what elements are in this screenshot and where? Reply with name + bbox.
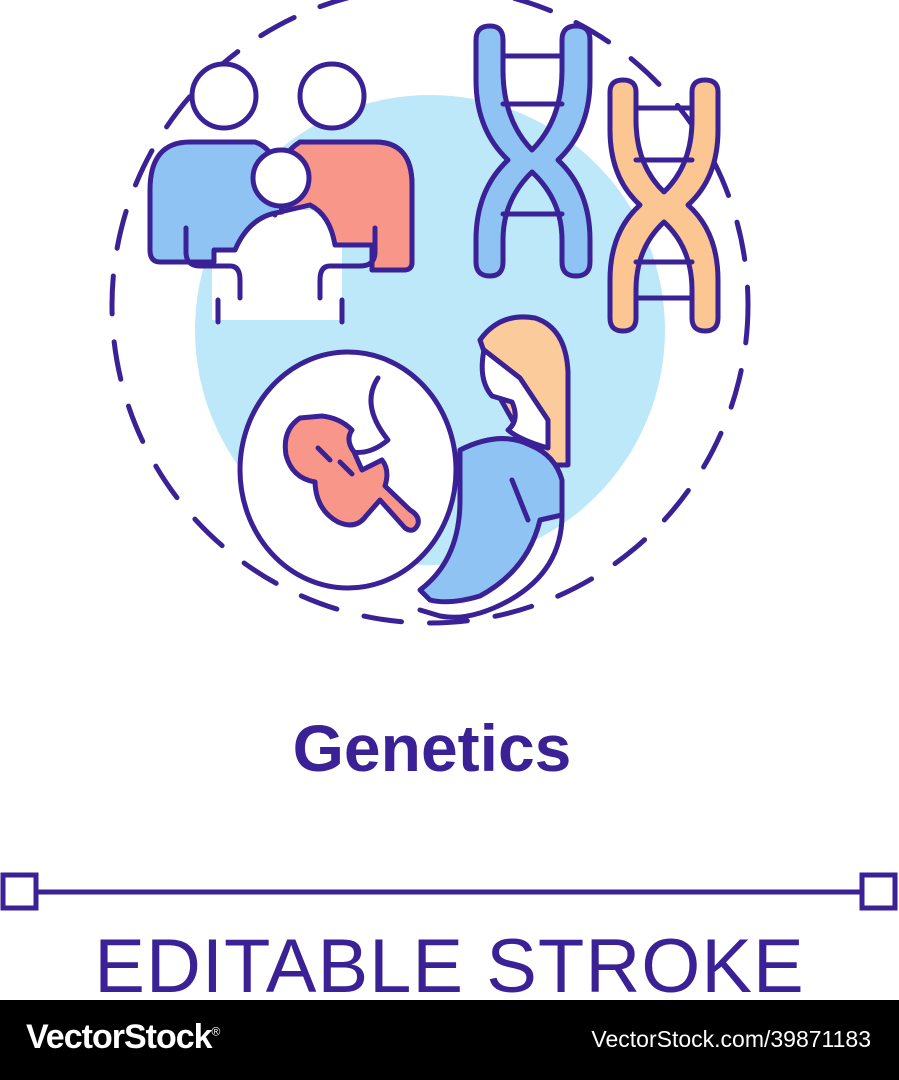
editable-stroke-label: EDITABLE STROKE: [94, 924, 805, 1009]
brand-name: VectorStock: [26, 1018, 213, 1056]
pregnant-woman-icon: [417, 314, 571, 620]
registered-mark: ®: [211, 1024, 221, 1039]
left-handle-icon: [0, 872, 39, 911]
title: Genetics: [292, 711, 572, 785]
watermark-footer: VectorStock® VectorStock.com/39871183: [0, 1000, 899, 1080]
dashed-ring: [109, 0, 751, 626]
chromosome-orange-icon: [607, 77, 721, 334]
right-handle-icon: [859, 872, 898, 911]
editable-stroke-line: [0, 872, 898, 911]
footer-brand: VectorStock®: [26, 1018, 221, 1057]
genetics-illustration: [109, 0, 751, 626]
footer-url: VectorStock.com/39871183: [591, 1026, 871, 1052]
chromosome-blue-icon: [473, 23, 593, 279]
fetus-icon: [237, 349, 459, 591]
parents-icon: [147, 61, 415, 325]
